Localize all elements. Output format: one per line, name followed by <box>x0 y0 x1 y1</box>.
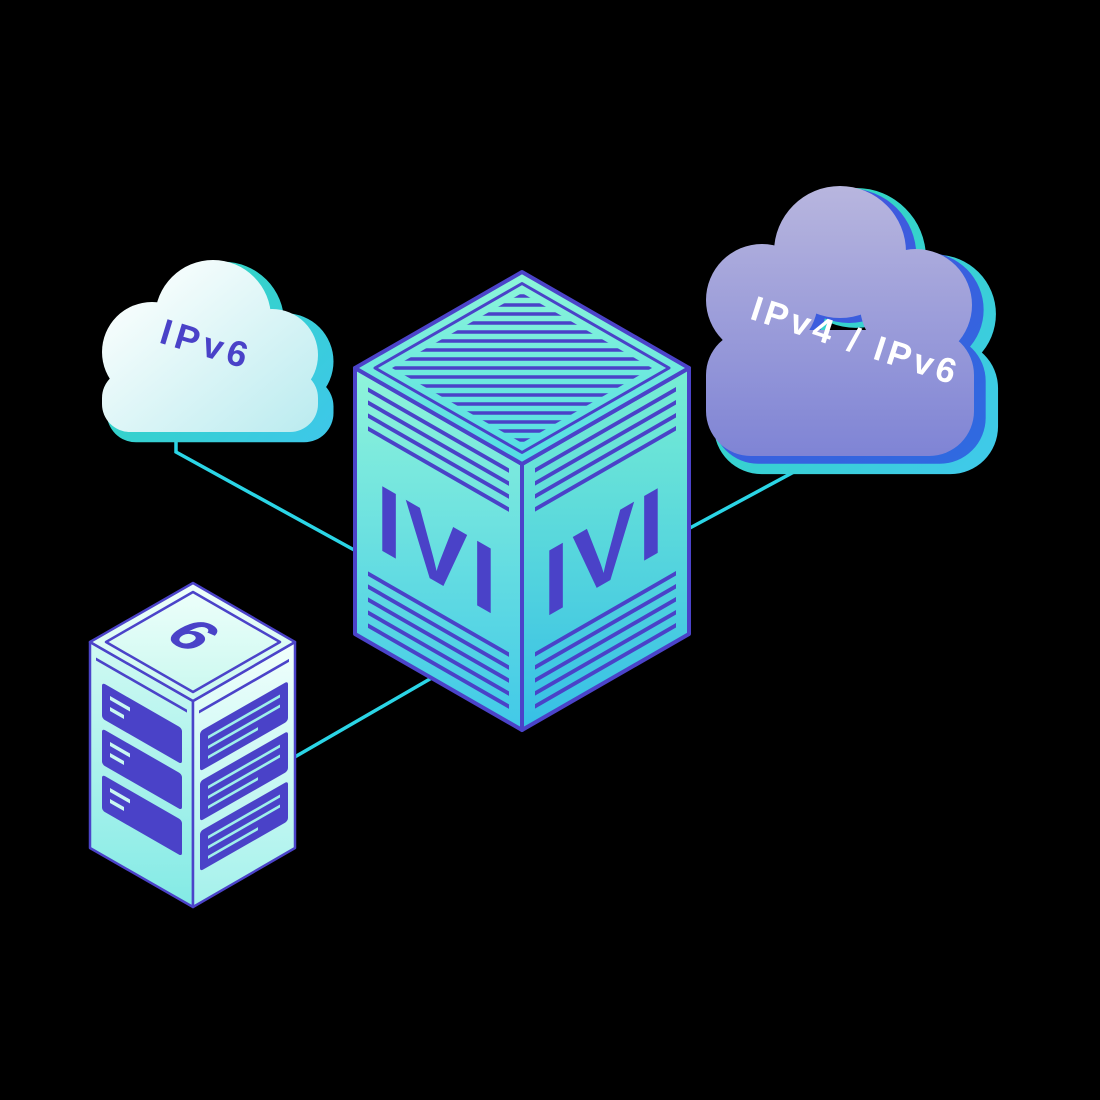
server-top-face <box>88 581 297 703</box>
ivi-box-top-inner-border <box>373 282 671 454</box>
server-left-face-bays <box>96 657 187 856</box>
dual-stack-cloud: IPv4 / IPv6 <box>706 186 999 475</box>
ipv6-cloud: IPv6 <box>102 260 334 443</box>
server-top-inner-border <box>104 590 282 694</box>
ivi-translation-box: IVI IVI <box>353 270 691 732</box>
ipv6-server: 6 <box>88 581 297 909</box>
server-right-face-panels <box>199 658 289 871</box>
